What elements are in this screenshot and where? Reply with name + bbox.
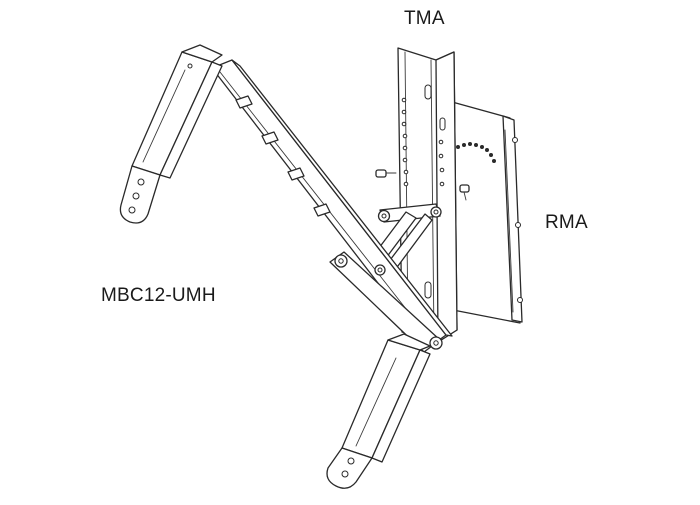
link-arms — [375, 203, 442, 275]
rma-plate — [444, 99, 523, 324]
lower-mount-tab — [326, 447, 373, 489]
tma-channel — [375, 47, 470, 343]
tma-label: TMA — [404, 8, 445, 29]
upper-arm — [211, 59, 453, 349]
lower-arm — [329, 251, 443, 353]
rma-label: RMA — [545, 212, 588, 233]
bolt-right — [459, 184, 470, 201]
lower-leg — [326, 333, 431, 489]
mbc12-umh-label: MBC12-UMH — [101, 285, 216, 306]
bolt-left — [375, 169, 397, 178]
upper-left-arm — [119, 44, 223, 224]
upper-mount-tab — [119, 165, 161, 224]
